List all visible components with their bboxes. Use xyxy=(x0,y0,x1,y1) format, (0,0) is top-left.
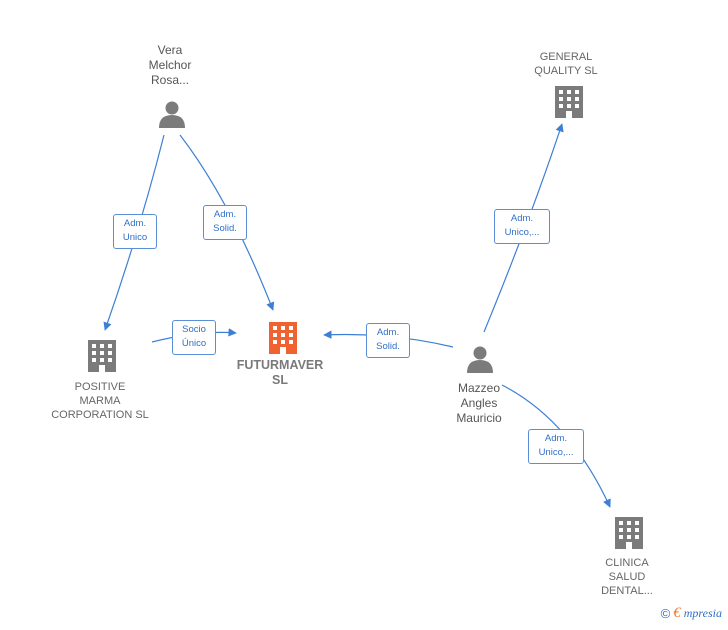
node-label-line: GENERAL xyxy=(539,51,593,63)
relation-label-line: Adm. xyxy=(123,218,147,229)
relation-label-line: Unico,... xyxy=(504,227,540,238)
node-label-line: CLINICA xyxy=(605,557,649,569)
copyright-icon: © xyxy=(660,606,671,621)
node-label-line: MARMA xyxy=(79,395,121,407)
relation-label-line: Unico xyxy=(122,232,148,243)
relation-label-line: Adm. xyxy=(376,327,400,338)
node-label-line: Vera xyxy=(157,43,183,57)
node-label-positive-marma[interactable]: POSITIVE MARMA CORPORATION SL xyxy=(40,380,160,422)
building-icon-futurmaver[interactable] xyxy=(269,322,297,354)
node-label-line: Rosa... xyxy=(150,73,189,87)
relation-label-mazzeo-futurmaver[interactable]: Adm. Solid. xyxy=(366,323,410,358)
relation-label-vera-positive[interactable]: Adm. Unico xyxy=(113,214,157,249)
relation-label-line: Adm. xyxy=(213,209,237,220)
relation-label-positive-futurmaver[interactable]: Socio Único xyxy=(172,320,216,355)
node-label-futurmaver[interactable]: FUTURMAVER SL xyxy=(230,358,330,388)
relation-label-mazzeo-general[interactable]: Adm. Unico,... xyxy=(494,209,550,244)
relation-label-mazzeo-clinica[interactable]: Adm. Unico,... xyxy=(528,429,584,464)
building-icon-clinica[interactable] xyxy=(615,517,643,549)
copyright-footer: © €mpresia xyxy=(661,605,722,622)
relation-label-vera-futurmaver[interactable]: Adm. Solid. xyxy=(203,205,247,240)
person-icon-mazzeo[interactable] xyxy=(467,346,493,374)
node-label-line: POSITIVE xyxy=(74,381,126,393)
node-label-general-quality[interactable]: GENERAL QUALITY SL xyxy=(516,50,616,78)
node-label-vera[interactable]: Vera Melchor Rosa... xyxy=(128,43,212,88)
node-label-mazzeo[interactable]: Mazzeo Angles Mauricio xyxy=(437,381,521,426)
relation-label-line: Socio xyxy=(182,324,206,335)
node-label-line: FUTURMAVER xyxy=(236,358,324,372)
node-label-line: CORPORATION SL xyxy=(51,409,149,421)
person-icon-vera[interactable] xyxy=(159,101,185,129)
relation-label-line: Adm. xyxy=(544,433,568,444)
relation-label-line: Solid. xyxy=(376,341,400,352)
building-icon-positive-marma[interactable] xyxy=(88,340,116,372)
node-label-line: Melchor xyxy=(148,58,192,72)
relation-label-line: Adm. xyxy=(510,213,534,224)
node-label-clinica[interactable]: CLINICA SALUD DENTAL... xyxy=(587,556,667,598)
node-label-line: SALUD xyxy=(608,571,646,583)
relation-label-line: Unico,... xyxy=(538,447,574,458)
relation-label-line: Solid. xyxy=(213,223,237,234)
brand-logo-mark: € xyxy=(673,605,681,621)
brand-name: mpresia xyxy=(683,606,722,620)
node-label-line: Angles xyxy=(460,396,498,410)
node-label-line: Mauricio xyxy=(456,411,502,425)
node-label-line: SL xyxy=(272,373,288,387)
node-label-line: QUALITY SL xyxy=(534,65,598,77)
node-label-line: Mazzeo xyxy=(457,381,501,395)
building-icon-general-quality[interactable] xyxy=(555,86,583,118)
node-label-line: DENTAL... xyxy=(601,585,653,597)
relation-label-line: Único xyxy=(181,338,207,349)
